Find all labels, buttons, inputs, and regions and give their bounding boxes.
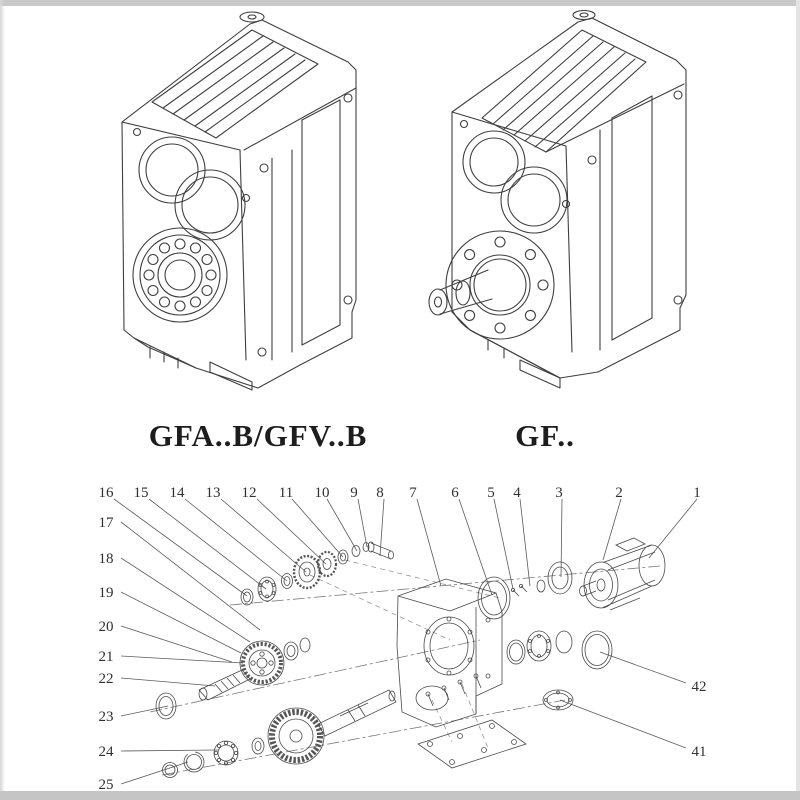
photo-edge-bottom xyxy=(0,791,800,800)
model-label-right: GF.. xyxy=(515,418,575,453)
part-numbers-left: 17 18 19 20 21 22 23 24 25 xyxy=(99,515,115,793)
side-ribs xyxy=(243,87,357,361)
part-number-1: 1 xyxy=(693,485,701,501)
bolts-and-gasket xyxy=(417,673,527,769)
leader-lines xyxy=(113,498,698,785)
output-shaft xyxy=(428,269,493,316)
part-number-16: 16 xyxy=(99,485,115,501)
bearing-cover-circles xyxy=(132,127,251,241)
part-number-9: 9 xyxy=(350,485,358,501)
cooling-fins xyxy=(481,29,647,153)
breather-plug xyxy=(239,11,265,23)
part-number-22: 22 xyxy=(99,671,114,687)
part-number-18: 18 xyxy=(99,551,114,567)
part-number-15: 15 xyxy=(134,485,149,501)
gearbox-drawing-gfab-gfvb xyxy=(121,11,357,391)
part-numbers-right: 42 41 xyxy=(692,679,707,760)
axis-lines xyxy=(149,559,661,776)
gearbox-drawing-gf xyxy=(428,9,687,389)
exploded-view: 16 15 14 13 12 11 10 9 8 7 6 5 4 3 2 1 1… xyxy=(99,485,707,793)
side-ribs xyxy=(545,83,685,351)
model-label-left: GFA..B/GFV..B xyxy=(149,418,368,453)
part-number-6: 6 xyxy=(451,485,459,501)
bearing-cover-circles xyxy=(459,119,571,234)
part-number-17: 17 xyxy=(99,515,115,531)
part-number-42: 42 xyxy=(692,679,707,695)
part-number-3: 3 xyxy=(555,485,563,501)
motor xyxy=(579,537,666,611)
part-number-12: 12 xyxy=(242,485,257,501)
part-number-4: 4 xyxy=(513,485,521,501)
mounting-feet xyxy=(133,337,253,391)
part-number-2: 2 xyxy=(615,485,623,501)
cover-plate xyxy=(542,689,574,711)
part-number-8: 8 xyxy=(376,485,384,501)
input-shaft-parts xyxy=(240,541,394,606)
cooling-fins xyxy=(151,29,319,139)
motor-flange-parts xyxy=(477,561,573,620)
mounting-feet xyxy=(469,329,561,389)
part-number-25: 25 xyxy=(99,777,114,793)
part-number-23: 23 xyxy=(99,709,114,725)
photo-edge-left xyxy=(0,0,5,800)
output-flange xyxy=(445,230,555,340)
part-number-5: 5 xyxy=(487,485,495,501)
intermediate-gear-cluster xyxy=(155,637,311,720)
part-number-21: 21 xyxy=(99,649,114,665)
photo-edge-top xyxy=(0,0,800,6)
gearbox-housing xyxy=(396,578,503,728)
part-number-14: 14 xyxy=(170,485,186,501)
part-number-41: 41 xyxy=(692,744,707,760)
part-number-10: 10 xyxy=(315,485,330,501)
part-numbers-top: 16 15 14 13 12 11 10 9 8 7 6 5 4 3 2 1 xyxy=(99,485,701,501)
output-side-rings xyxy=(506,630,613,670)
hollow-shaft-bearing xyxy=(132,227,228,323)
part-number-7: 7 xyxy=(409,485,417,501)
breather-plug xyxy=(572,9,596,21)
output-gear-cluster xyxy=(162,689,397,778)
part-number-11: 11 xyxy=(279,485,293,501)
part-number-13: 13 xyxy=(206,485,221,501)
part-number-20: 20 xyxy=(99,619,114,635)
part-number-24: 24 xyxy=(99,744,115,760)
part-number-19: 19 xyxy=(99,585,114,601)
photo-edge-right xyxy=(796,0,800,800)
